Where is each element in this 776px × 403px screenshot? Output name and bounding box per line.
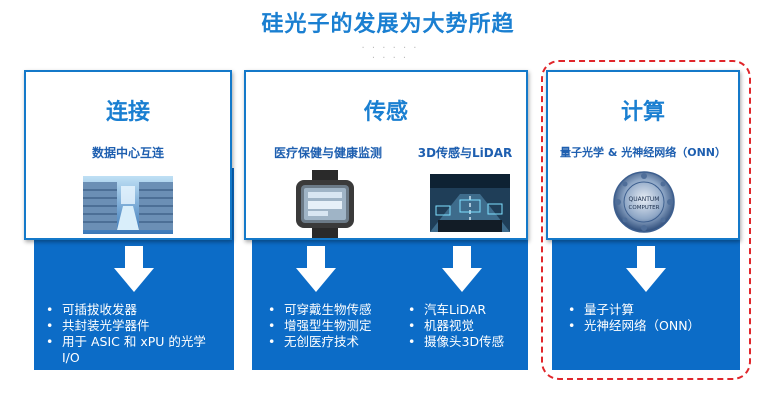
page-title: 硅光子的发展为大势所趋: [261, 12, 515, 37]
list-item: 摄像头3D传感: [402, 334, 526, 350]
sensing-card: 传感 医疗保健与健康监测 3D传感与LiDAR: [244, 70, 528, 240]
list-item: 可插拔收发器: [40, 302, 230, 318]
compute-bullets: 量子计算 光神经网络（ONN）: [562, 302, 738, 334]
connect-card: 连接 数据中心互连: [24, 70, 232, 240]
list-item: 量子计算: [562, 302, 738, 318]
sensing-health-bullets: 可穿戴生物传感 增强型生物测定 无创医疗技术: [262, 302, 402, 350]
connect-title: 连接: [105, 100, 150, 125]
compute-title: 计算: [620, 100, 665, 125]
sensing-subtitle-lidar: 3D传感与LiDAR: [417, 146, 513, 160]
list-item: 汽车LiDAR: [402, 302, 526, 318]
list-item: 用于 ASIC 和 xPU 的光学: [40, 334, 230, 350]
list-item: 无创医疗技术: [262, 334, 402, 350]
sensing-lidar-bullets: 汽车LiDAR 机器视觉 摄像头3D传感: [402, 302, 526, 350]
quantum-image-text-1: QUANTUM: [629, 196, 660, 203]
smartwatch-image: [288, 170, 362, 238]
compute-subtitle: 量子光学 & 光神经网络（ONN）: [559, 146, 726, 159]
quantum-computer-image: QUANTUM COMPUTER: [610, 170, 678, 234]
sensing-title: 传感: [363, 100, 408, 125]
list-item: 光神经网络（ONN）: [562, 318, 738, 334]
connect-bullets: 可插拔收发器 共封装光学器件 用于 ASIC 和 xPU 的光学 I/O: [40, 302, 230, 366]
sensing-left-down-arrow-icon: [296, 246, 336, 292]
list-item: 机器视觉: [402, 318, 526, 334]
list-item: 可穿戴生物传感: [262, 302, 402, 318]
compute-down-arrow-icon: [626, 246, 666, 292]
compute-highlight-frame: [541, 60, 751, 380]
connect-subtitle: 数据中心互连: [91, 146, 164, 160]
list-item-continuation: I/O: [62, 350, 80, 365]
quantum-image-text-2: COMPUTER: [629, 205, 660, 211]
sensing-right-down-arrow-icon: [442, 246, 482, 292]
list-item: 增强型生物测定: [262, 318, 402, 334]
list-item: 共封装光学器件: [40, 318, 230, 334]
car-lidar-image: [430, 174, 510, 232]
datacenter-image: [83, 176, 173, 234]
connect-down-arrow-icon: [114, 246, 154, 292]
compute-card: 计算 量子光学 & 光神经网络（ONN） QUANTUM COMPUTER: [546, 70, 740, 240]
title-divider: · · · · · · · · · ·: [361, 43, 419, 64]
sensing-subtitle-health: 医疗保健与健康监测: [273, 146, 382, 160]
